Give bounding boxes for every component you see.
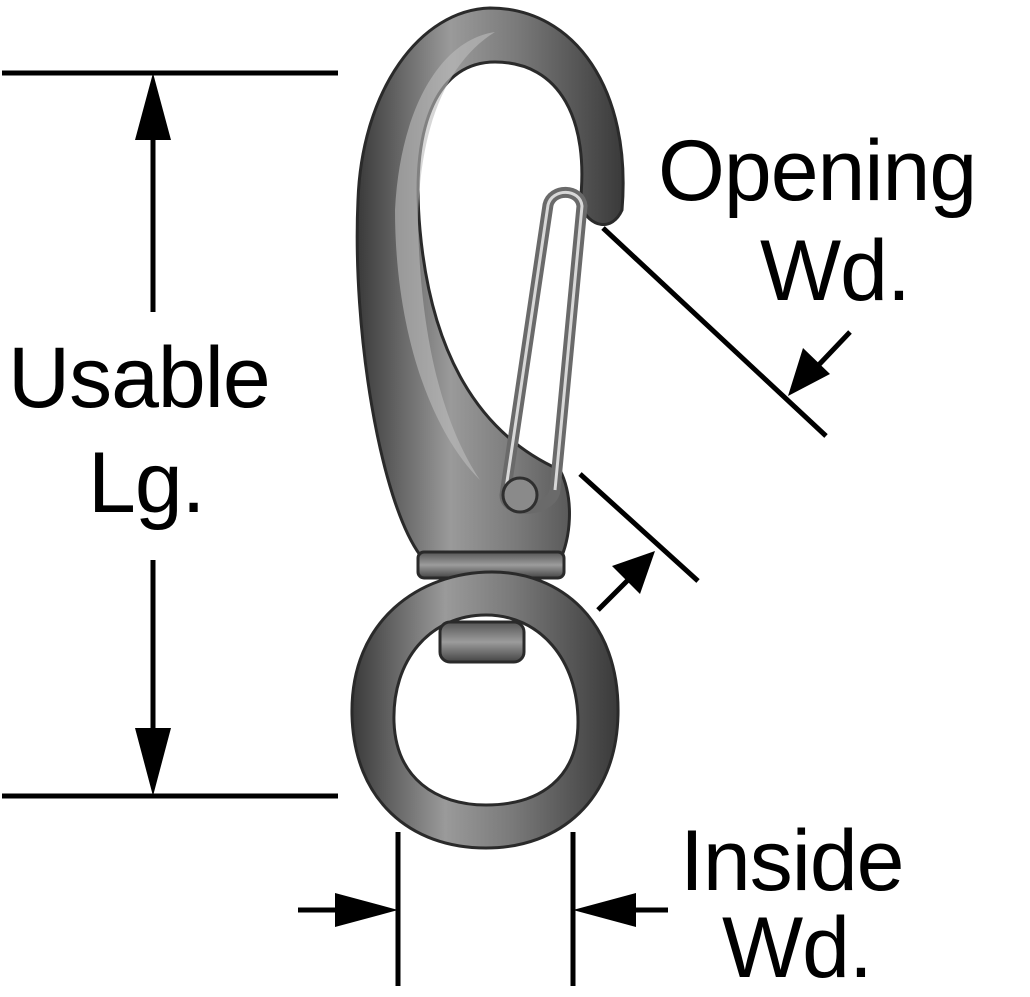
opening-lower-arrowhead: [612, 551, 655, 594]
spring-gate-inner: [503, 190, 584, 496]
opening-width-label-line1: Opening: [658, 123, 977, 219]
usable-up-arrowhead: [135, 73, 171, 140]
inside-width-label-line2: Wd.: [722, 900, 873, 996]
gate-pivot: [501, 476, 539, 514]
snap-hook-image: [350, 6, 625, 850]
opening-width-label-line2: Wd.: [760, 223, 911, 319]
usable-down-arrowhead: [135, 728, 171, 796]
usable-length-label-line1: Usable: [8, 330, 271, 426]
hook-highlight: [395, 32, 495, 480]
swivel-pin: [438, 620, 526, 664]
opening-width-dimension: [578, 226, 852, 612]
opening-lower-extension-line: [578, 472, 700, 583]
inside-width-label-line1: Inside: [680, 813, 904, 909]
inside-left-arrowhead: [335, 893, 398, 927]
opening-lower-leader: [596, 576, 632, 612]
opening-upper-extension-line: [601, 226, 828, 438]
usable-length-label-line2: Lg.: [88, 435, 206, 531]
usable-length-dimension: [2, 70, 338, 799]
swivel-eye: [350, 570, 620, 850]
opening-upper-arrowhead: [788, 348, 830, 396]
inside-right-arrowhead: [573, 893, 636, 927]
inside-width-dimension: [298, 832, 668, 986]
